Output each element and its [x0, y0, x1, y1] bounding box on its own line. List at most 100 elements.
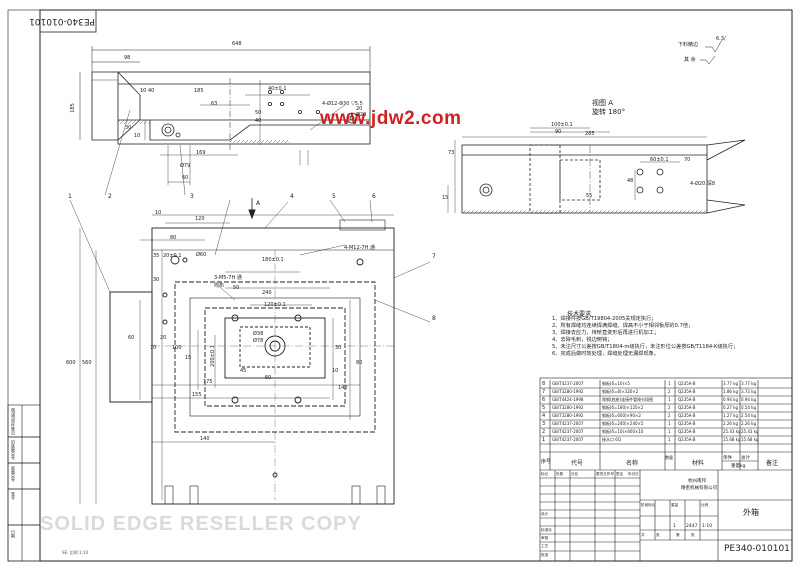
side-dim-55: 55: [586, 193, 593, 199]
bom-cell-code: GB/T4237-2007: [552, 437, 584, 442]
side-dim-15: 15: [442, 195, 449, 201]
side-view-a: [447, 127, 746, 214]
dim-185: 185: [69, 103, 76, 113]
top-drawing-number: PE340-010101: [29, 16, 95, 26]
main-dim-155: 155: [192, 392, 202, 398]
bom-cell-total_wt: 0.94 kg: [741, 397, 757, 402]
main-dim-phi78: Ø78: [253, 338, 264, 344]
company-line2: 精密机械有限公司: [681, 486, 717, 491]
title-block-label: 共: [641, 533, 645, 537]
bom-cell-unit_wt: 15.68 kg: [723, 437, 741, 442]
tech-requirement-line: 3、焊接去应力，待矫直变形后再进行机加工；: [552, 329, 660, 336]
side-dim-285: 285: [585, 131, 595, 137]
title-block-label: 签名: [616, 472, 624, 476]
bom-cell-material: Q235A-B: [678, 389, 696, 394]
bom-header-name: 名称: [626, 460, 639, 467]
title-block-label: 年月日: [628, 472, 639, 476]
side-dim-73: 73: [448, 150, 455, 156]
bom-cell-code: GB/T3280-1992: [552, 413, 584, 418]
bom-cell-unit_wt: 0.27 kg: [723, 405, 739, 410]
view-arrow-label: A: [256, 200, 261, 207]
tech-requirement-line: 1、焊接件按GB/T19804-2005关规定执行；: [552, 316, 657, 322]
bom-cell-name: 接水口 6Q: [602, 437, 621, 442]
bom-cell-material: Q235A-B: [678, 437, 696, 442]
main-dim-200pm: 200±0.1: [209, 345, 216, 367]
sidebar-label: 日期: [11, 530, 16, 538]
section-view-title: 视图 A: [592, 99, 614, 107]
bom-cell-total_wt: 2.26 kg: [741, 421, 757, 426]
bom-cell-qty: 2: [668, 405, 671, 410]
sidebar-label: 底图总号: [11, 466, 16, 482]
title-block-label: 设计: [541, 512, 549, 516]
main-dim-10b: 10: [332, 368, 339, 374]
bom-cell-unit_wt: 25.43 kg: [723, 429, 741, 434]
bom-cell-no: 4: [542, 413, 546, 419]
bom-header-code: 代号: [571, 460, 584, 467]
main-dim-80b: 80: [356, 360, 363, 366]
bom-cell-unit_wt: 2.26 kg: [723, 421, 739, 426]
dim-185b: 185: [194, 88, 204, 94]
title-block-label: 更改文件号: [596, 472, 614, 476]
balloon-1: 1: [68, 193, 72, 200]
main-note-m5b: 均布: [214, 283, 225, 289]
hole-note-top: 4-Ø12-Φ30 ▽5.5: [322, 101, 363, 107]
scale-value: 1:10: [702, 524, 713, 529]
title-block-label: 标准化: [541, 528, 552, 532]
bom-cell-qty: 1: [668, 397, 671, 402]
roughness-rest: 其 余: [684, 57, 696, 63]
sidebar-label: 借(通)用件登记: [11, 408, 16, 436]
bom-cell-qty: 1: [668, 437, 671, 442]
left-sidebar-boxes: [7, 404, 41, 562]
bom-header-weight: 重量kg: [731, 464, 746, 469]
bom-cell-material: Q235A-B: [678, 397, 696, 402]
title-block-label: 比例: [701, 503, 709, 507]
bom-cell-unit_wt: 1.86 kg: [723, 389, 739, 394]
bom-header-total: 总计: [741, 456, 750, 461]
dim-63: 63: [211, 101, 218, 107]
bom-table-lines: [539, 377, 793, 562]
bom-cell-qty: 1: [668, 429, 671, 434]
tech-requirement-line: 2、所有焊缝均连续焊满焊缝，焊高不小于相邻板厚的0.7倍；: [552, 322, 694, 329]
main-dim-600: 600: [66, 360, 76, 366]
title-block-label: 张: [691, 533, 695, 537]
balloon-3: 3: [190, 193, 194, 200]
bom-cell-no: 7: [542, 389, 546, 395]
roughness-symbols: [700, 39, 723, 65]
drawing-number: PE340-010101: [724, 544, 790, 554]
bom-cell-name: 钢板(δ=8)×320×2: [602, 389, 639, 394]
bom-cell-total_wt: 3.72 kg: [741, 389, 757, 394]
company-line1: 杭州南邦: [688, 479, 706, 484]
footer-note: SE: 比例:1:10: [62, 550, 89, 555]
main-dim-30: 30: [153, 277, 160, 283]
tech-heading: 技术要求: [567, 311, 592, 318]
main-dim-175: 175: [203, 379, 213, 385]
main-dim-30b: 30: [335, 345, 342, 351]
main-dim-180pm: 180±0.1: [262, 257, 284, 263]
bom-cell-total_wt: 25.43 kg: [741, 429, 759, 434]
dim-648: 648: [232, 41, 242, 47]
roughness-label: 下料精边: [678, 42, 699, 48]
bom-cell-code: GB/T4237-2007: [552, 429, 584, 434]
main-dim-phi60: Ø60: [196, 252, 207, 258]
balloon-7: 7: [432, 253, 436, 260]
view-arrow-a: [248, 198, 256, 220]
main-dim-70: 70: [150, 345, 157, 351]
bom-cell-material: Q235A-B: [678, 421, 696, 426]
main-dim-120: 120: [195, 216, 205, 222]
bom-header-material: 材料: [692, 460, 705, 467]
dim-40: 40: [148, 88, 155, 94]
watermark: SOLID EDGE RESELLER COPY: [40, 513, 362, 535]
main-dim-60b: 60: [128, 335, 135, 341]
balloon-4: 4: [290, 193, 294, 200]
main-dim-45: 45: [240, 368, 247, 374]
top-number-box: [39, 9, 97, 33]
side-dim-48: 48: [627, 178, 634, 184]
balloon-2: 2: [108, 193, 112, 200]
main-dim-60a: 60: [265, 375, 272, 381]
side-dim-90: 90: [555, 129, 562, 135]
main-dim-80: 80: [170, 235, 177, 241]
main-dim-15: 15: [185, 355, 192, 361]
bom-cell-no: 6: [542, 397, 546, 403]
bom-cell-unit_wt: 1.27 kg: [723, 413, 739, 418]
